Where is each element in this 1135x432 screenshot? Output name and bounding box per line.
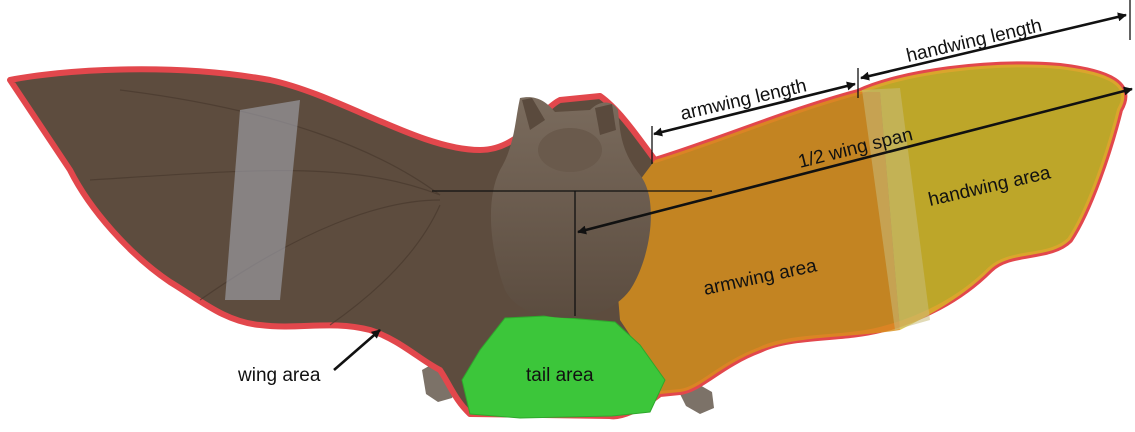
wing-area-label: wing area [237,365,321,386]
tail-area-label: tail area [526,365,594,386]
wing-area-arrow [334,330,380,370]
handwing-length-label: handwing length [904,15,1044,67]
